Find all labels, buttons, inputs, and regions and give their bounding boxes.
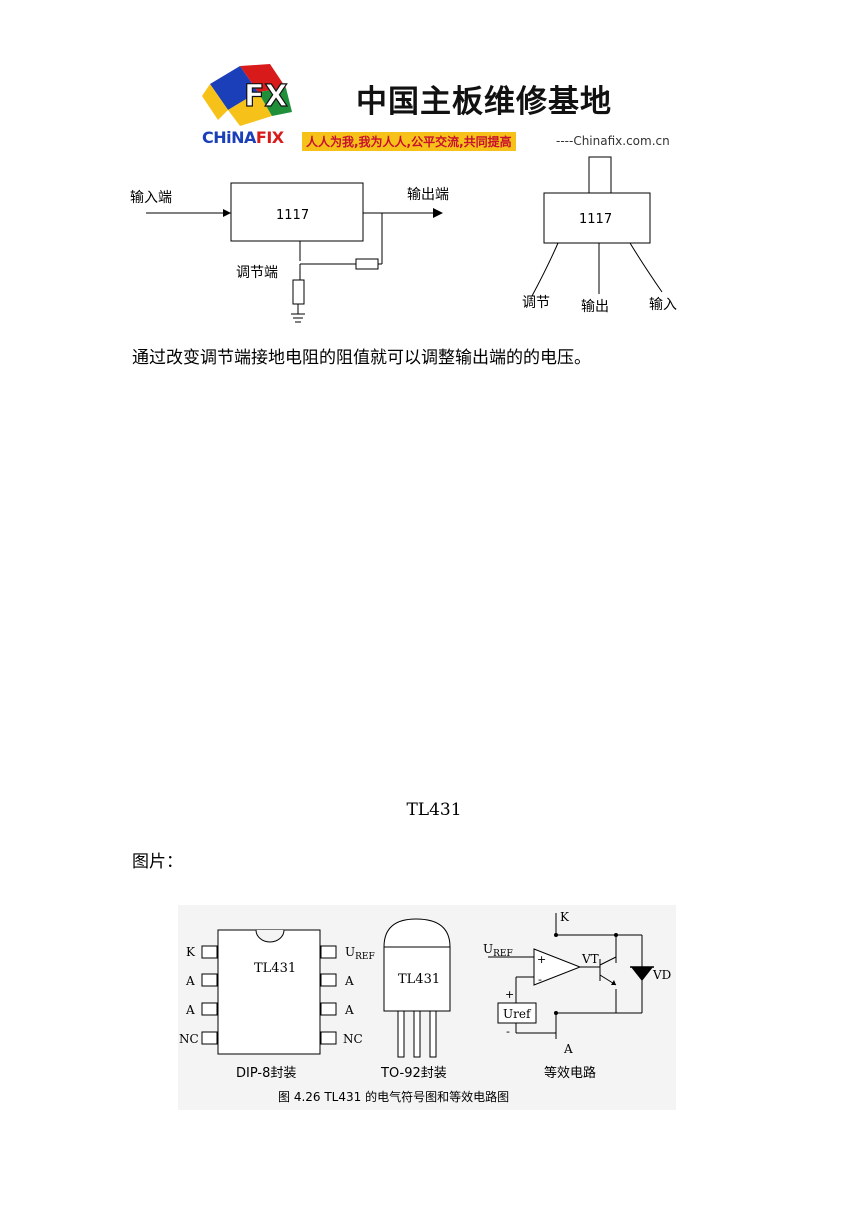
- brand-china: CHiNA: [202, 128, 256, 147]
- chip-1117-label: 1117: [276, 208, 309, 223]
- to92-lead-1: [397, 1010, 405, 1058]
- banner-slogan: 人人为我,我为人人,公平交流,共同提高: [302, 132, 516, 151]
- opamp-plus: +: [537, 953, 546, 966]
- package-chip-label: 1117: [579, 212, 612, 227]
- to92-lead-3: [429, 1010, 437, 1058]
- dip-right-pin-4: NC: [343, 1032, 363, 1046]
- uref-source-box: [497, 1002, 537, 1024]
- dip-left-pin-1: K: [186, 945, 196, 959]
- tl431-figure-drawing: TL431 K A A NC UREF A A NC DIP-8封装 TL431…: [179, 910, 671, 1104]
- adjust-label: 调节端: [236, 265, 278, 281]
- banner-title: 中国主板维修基地: [356, 84, 612, 120]
- dip-pin-5: [320, 1031, 337, 1045]
- input-arrow-icon: [223, 209, 231, 217]
- diode-label: VD: [652, 968, 671, 982]
- dip-pin-8: [320, 945, 337, 959]
- dip-right-pin-3: A: [344, 1003, 354, 1017]
- equiv-a-label: A: [563, 1042, 573, 1056]
- uref-source-label: Uref: [503, 1007, 532, 1021]
- equiv-caption: 等效电路: [544, 1065, 596, 1081]
- dip-pin-2: [201, 973, 218, 987]
- dip-pin-7: [320, 973, 337, 987]
- banner-site: ----Chinafix.com.cn: [556, 134, 670, 148]
- opamp-minus: -: [538, 973, 542, 986]
- uref-source-plus: +: [505, 988, 514, 1001]
- dip-body: [217, 929, 321, 1055]
- dip-pin-1: [201, 945, 218, 959]
- pin-output-label: 输出: [581, 299, 609, 315]
- dip-pin-3: [201, 1002, 218, 1016]
- pin-input-lead: [629, 242, 663, 293]
- brand-wordmark: CHiNAFIX: [202, 128, 284, 147]
- feedback-resistor: [355, 258, 379, 270]
- output-label: 输出端: [407, 187, 449, 203]
- dip-chip-label: TL431: [254, 961, 296, 976]
- tl431-figure: TL431 K A A NC UREF A A NC DIP-8封装 TL431…: [178, 905, 676, 1110]
- emitter-arrow-icon: [611, 980, 616, 985]
- output-arrow-icon: [433, 208, 443, 218]
- opamp-symbol: [533, 948, 582, 986]
- package-1117-diagram: 1117 调节 输出 输入: [522, 156, 677, 315]
- logo-mark: FX: [244, 79, 288, 114]
- to92-body: [383, 946, 451, 1012]
- tab: [588, 156, 612, 194]
- figure-caption: 图 4.26 TL431 的电气符号图和等效电路图: [278, 1089, 509, 1104]
- dip-left-pin-2: A: [185, 974, 195, 988]
- transistor-label: VT: [581, 952, 599, 966]
- pin-input-label: 输入: [649, 297, 677, 313]
- banner: FX CHiNAFIX 中国主板维修基地 人人为我,我为人人,公平交流,共同提高…: [178, 58, 690, 151]
- to92-caption: TO-92封装: [380, 1066, 447, 1081]
- image-label: 图片：: [132, 852, 183, 872]
- dip-pin-6: [320, 1002, 337, 1016]
- section-heading: TL431: [406, 800, 462, 820]
- equiv-k-label: K: [560, 910, 570, 924]
- dip-pin-4: [201, 1031, 218, 1045]
- uref-source-minus: -: [506, 1025, 510, 1038]
- dip-notch: [255, 929, 285, 943]
- dip-right-pin-1: UREF: [345, 945, 375, 962]
- to92-top: [383, 918, 451, 948]
- regulator-circuit-diagram: 1117 输入端 输出端 调节端: [130, 182, 449, 323]
- input-label: 输入端: [130, 190, 172, 206]
- equiv-uref-label: UREF: [483, 942, 513, 959]
- to92-chip-label: TL431: [398, 972, 440, 987]
- paragraph-text: 通过改变调节端接地电阻的阻值就可以调整输出端的的电压。: [132, 348, 591, 368]
- chip-1117-box: [230, 182, 364, 242]
- dip-right-pin-2: A: [344, 974, 354, 988]
- zener-diode-icon: [631, 967, 653, 981]
- brand-fix: FIX: [255, 128, 284, 147]
- chinafix-logo-icon: FX: [202, 64, 292, 126]
- package-body: [543, 192, 651, 244]
- dip-left-pin-4: NC: [179, 1032, 199, 1046]
- to92-lead-2: [413, 1010, 421, 1058]
- ground-resistor: [292, 279, 305, 305]
- pin-adjust-lead: [531, 242, 559, 297]
- dip-left-pin-3: A: [185, 1003, 195, 1017]
- dip-caption: DIP-8封装: [236, 1066, 296, 1081]
- pin-adjust-label: 调节: [522, 295, 550, 311]
